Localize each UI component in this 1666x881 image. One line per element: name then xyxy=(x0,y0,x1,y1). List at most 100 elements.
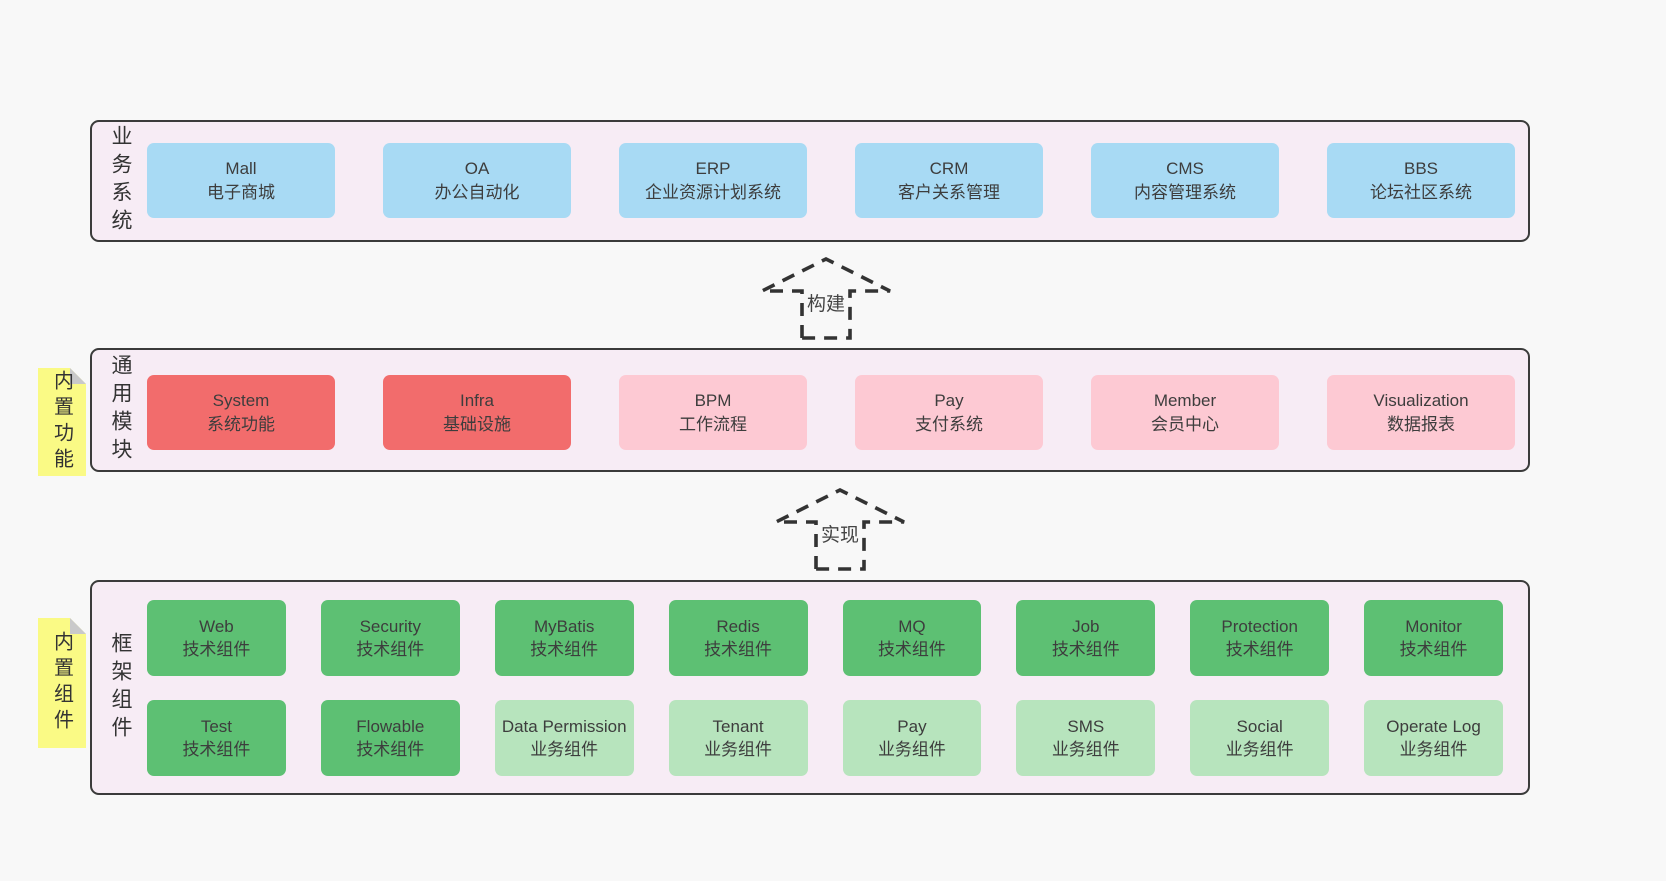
box-monitor: Monitor 技术组件 xyxy=(1364,600,1503,676)
box-zh-label: 业务组件 xyxy=(1051,740,1120,759)
box-zh-label: 业务组件 xyxy=(530,740,599,759)
box-protection: Protection 技术组件 xyxy=(1190,600,1330,676)
box-zh-label: 企业资源计划系统 xyxy=(645,182,781,202)
box-en-label: Member xyxy=(1153,391,1217,411)
layer-label-business: 业务系统 xyxy=(109,125,132,237)
box-zh-label: 支付系统 xyxy=(915,414,983,434)
box-mq: MQ 技术组件 xyxy=(842,600,982,676)
box-pay-module: Pay 支付系统 xyxy=(855,375,1043,450)
box-tenant: Tenant 业务组件 xyxy=(668,700,808,776)
box-en-label: Test xyxy=(200,716,233,736)
box-en-label: Flowable xyxy=(356,716,425,736)
box-bbs: BBS 论坛社区系统 xyxy=(1327,143,1515,218)
box-mall: Mall 电子商城 xyxy=(147,143,335,218)
box-zh-label: 业务组件 xyxy=(877,740,946,759)
business-boxes-row: Mall 电子商城 OA 办公自动化 ERP 企业资源计划系统 CRM 客户关系… xyxy=(147,143,1515,218)
box-en-label: Pay xyxy=(934,391,964,411)
box-en-label: Web xyxy=(199,616,234,636)
box-en-label: Visualization xyxy=(1373,391,1469,411)
box-zh-label: 会员中心 xyxy=(1151,414,1219,434)
sticky-note-built-in-components: 内置组件 xyxy=(38,618,86,748)
sticky-note-body xyxy=(38,618,86,748)
box-zh-label: 技术组件 xyxy=(1051,640,1120,659)
box-en-label: System xyxy=(212,391,270,411)
box-zh-label: 业务组件 xyxy=(1225,740,1294,759)
box-flowable: Flowable 技术组件 xyxy=(320,700,460,776)
box-security: Security 技术组件 xyxy=(320,600,460,676)
box-en-label: SMS xyxy=(1067,716,1105,736)
box-zh-label: 技术组件 xyxy=(356,740,425,759)
box-infra: Infra 基础设施 xyxy=(383,375,571,450)
box-zh-label: 技术组件 xyxy=(877,640,946,659)
box-en-label: Job xyxy=(1072,616,1100,636)
box-en-label: ERP xyxy=(695,159,731,179)
arrow-build-label: 构建 xyxy=(803,289,849,316)
box-en-label: CRM xyxy=(929,159,969,179)
box-en-label: Mall xyxy=(225,159,257,179)
box-en-label: MQ xyxy=(898,616,926,636)
box-en-label: Data Permission xyxy=(501,716,627,736)
box-visualization: Visualization 数据报表 xyxy=(1327,375,1515,450)
box-test: Test 技术组件 xyxy=(147,700,286,776)
box-zh-label: 基础设施 xyxy=(443,414,511,434)
box-bpm: BPM 工作流程 xyxy=(619,375,807,450)
box-crm: CRM 客户关系管理 xyxy=(855,143,1043,218)
box-erp: ERP 企业资源计划系统 xyxy=(619,143,807,218)
box-en-label: Security xyxy=(359,616,422,636)
sticky-note-built-in-functions: 内置功能 xyxy=(38,368,86,476)
sticky-note-text: 内置组件 xyxy=(50,631,73,735)
sticky-note-body xyxy=(38,368,86,476)
box-zh-label: 业务组件 xyxy=(704,740,773,759)
box-en-label: Redis xyxy=(716,616,760,636)
box-social: Social 业务组件 xyxy=(1190,700,1330,776)
box-zh-label: 技术组件 xyxy=(182,640,251,659)
box-en-label: Monitor xyxy=(1405,616,1462,636)
box-zh-label: 工作流程 xyxy=(679,414,747,434)
common-boxes-row: System 系统功能 Infra 基础设施 BPM 工作流程 Pay 支付系统… xyxy=(147,375,1515,450)
box-redis: Redis 技术组件 xyxy=(668,600,808,676)
framework-boxes-row-1: Web 技术组件 Security 技术组件 MyBatis 技术组件 Redi… xyxy=(147,600,1503,676)
box-zh-label: 业务组件 xyxy=(1399,740,1468,759)
box-member: Member 会员中心 xyxy=(1091,375,1279,450)
dashed-up-arrow-icon xyxy=(775,487,905,571)
box-zh-label: 系统功能 xyxy=(207,414,275,434)
box-oa: OA 办公自动化 xyxy=(383,143,571,218)
sticky-note-text: 内置功能 xyxy=(50,370,73,474)
box-en-label: CMS xyxy=(1166,159,1204,179)
box-zh-label: 技术组件 xyxy=(530,640,599,659)
box-zh-label: 技术组件 xyxy=(356,640,425,659)
box-en-label: Operate Log xyxy=(1386,716,1481,736)
box-zh-label: 数据报表 xyxy=(1387,414,1455,434)
layer-label-framework: 框架组件 xyxy=(109,631,132,744)
box-zh-label: 技术组件 xyxy=(1399,640,1468,659)
box-en-label: Pay xyxy=(897,716,927,736)
box-en-label: Tenant xyxy=(712,716,764,736)
box-en-label: MyBatis xyxy=(533,616,595,636)
box-system: System 系统功能 xyxy=(147,375,335,450)
box-mybatis: MyBatis 技术组件 xyxy=(494,600,634,676)
box-en-label: BBS xyxy=(1403,159,1439,179)
box-en-label: Infra xyxy=(459,391,495,411)
box-zh-label: 技术组件 xyxy=(704,640,773,659)
box-zh-label: 办公自动化 xyxy=(434,182,520,202)
layer-label-common: 通用模块 xyxy=(109,354,132,466)
box-en-label: Social xyxy=(1236,716,1283,736)
box-en-label: Protection xyxy=(1221,616,1298,636)
layer-framework-components: 框架组件 Web 技术组件 Security 技术组件 MyBatis 技术组件… xyxy=(90,580,1530,795)
box-zh-label: 技术组件 xyxy=(1225,640,1294,659)
box-zh-label: 电子商城 xyxy=(207,182,275,202)
box-web: Web 技术组件 xyxy=(147,600,286,676)
box-zh-label: 客户关系管理 xyxy=(898,182,1000,202)
framework-boxes-row-2: Test 技术组件 Flowable 技术组件 Data Permission … xyxy=(147,700,1503,776)
layer-common-modules: 通用模块 System 系统功能 Infra 基础设施 BPM 工作流程 Pay… xyxy=(90,348,1530,472)
box-zh-label: 内容管理系统 xyxy=(1134,182,1236,202)
layer-business-systems: 业务系统 Mall 电子商城 OA 办公自动化 ERP 企业资源计划系统 CRM… xyxy=(90,120,1530,242)
box-cms: CMS 内容管理系统 xyxy=(1091,143,1279,218)
box-zh-label: 技术组件 xyxy=(182,740,251,759)
box-job: Job 技术组件 xyxy=(1016,600,1156,676)
box-zh-label: 论坛社区系统 xyxy=(1370,182,1472,202)
box-pay-component: Pay 业务组件 xyxy=(842,700,982,776)
arrow-build: 构建 xyxy=(756,255,896,341)
dashed-up-arrow-icon xyxy=(761,256,891,340)
box-en-label: OA xyxy=(464,159,490,179)
